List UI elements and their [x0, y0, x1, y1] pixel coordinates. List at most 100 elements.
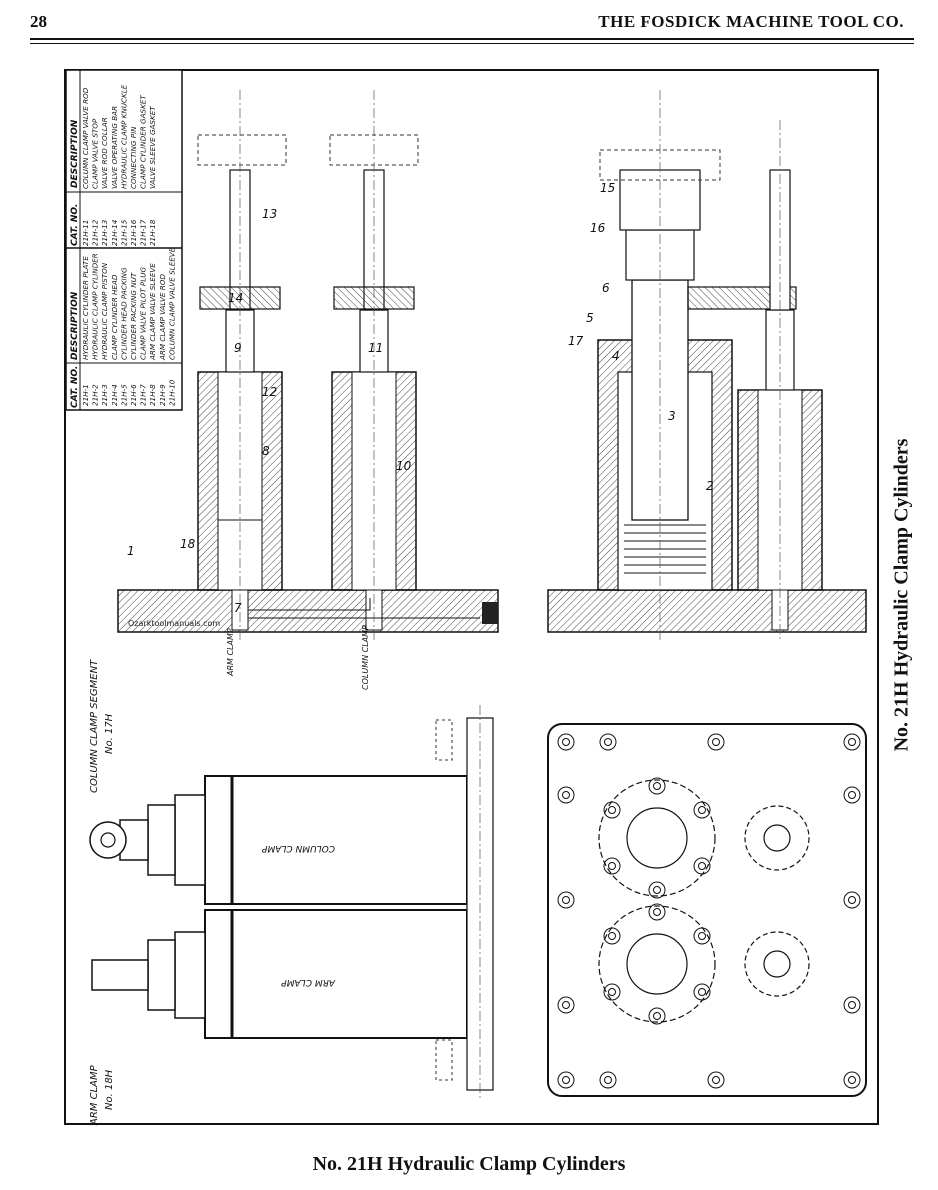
bolt-hole-center	[848, 1076, 856, 1084]
plate-plan-view	[547, 723, 867, 1097]
bolt-hole	[603, 801, 621, 819]
column-segment-number: No. 17H	[104, 713, 115, 754]
arm-clamp-title: ARM CLAMP	[89, 1064, 100, 1126]
table-desc-left-1: HYDRAULIC CLAMP CYLINDER	[91, 253, 100, 360]
bolt-hole	[648, 1007, 666, 1025]
bolt-hole	[693, 857, 711, 875]
body-label-arm: ARM CLAMP	[281, 977, 336, 987]
bolt-hole-center	[653, 1012, 661, 1020]
callout-1: 1	[127, 544, 135, 558]
table-desc-right-0: COLUMN CLAMP VALVE ROD	[81, 87, 90, 189]
bolt-hole	[693, 801, 711, 819]
table-cat-right-4: 21H-15	[119, 219, 128, 246]
bolt-hole-center	[604, 738, 612, 746]
callout-9: 9	[234, 341, 242, 355]
table-desc-right-2: VALVE ROD COLLAR	[100, 117, 109, 189]
table-desc-left-9: COLUMN CLAMP VALVE SLEEVE	[167, 247, 176, 360]
bolt-hole	[557, 1071, 575, 1089]
callout-17: 17	[568, 334, 584, 348]
callout-numbers: 1 2 3 4 5 6 7 8 9 10 11 12 13 14 15 16 1…	[127, 181, 714, 615]
callout-11: 11	[368, 341, 383, 355]
bolt-hole	[557, 786, 575, 804]
table-cat-right-1: 21H-12	[91, 219, 100, 246]
bolt-hole	[843, 891, 861, 909]
callout-18: 18	[180, 537, 196, 551]
bolt-hole-center	[848, 1001, 856, 1009]
table-desc-right-1: CLAMP VALVE STOP	[91, 118, 100, 189]
table-desc-left-5: CYLINDER PACKING NUT	[129, 272, 138, 360]
header-rule	[30, 38, 914, 40]
bolt-hole	[843, 1071, 861, 1089]
table-cat-left-5: 21H-6	[129, 384, 138, 406]
table-cat-left-6: 21H-7	[139, 384, 148, 406]
bolt-hole-center	[698, 932, 706, 940]
bolt-hole-center	[848, 791, 856, 799]
callout-14: 14	[228, 291, 243, 305]
bolt-hole-center	[653, 782, 661, 790]
bolt-hole-center	[562, 791, 570, 799]
table-desc-right-5: CONNECTING PIN	[129, 126, 138, 189]
clamp-side-view	[89, 705, 494, 1100]
table-desc-left-4: CYLINDER HEAD PACKING	[119, 267, 128, 360]
callout-4: 4	[612, 349, 620, 363]
callout-10: 10	[396, 459, 412, 473]
bolt-hole-center	[608, 988, 616, 996]
table-header-desc-left: DESCRIPTION	[70, 291, 80, 360]
bolt-hole	[599, 733, 617, 751]
bolt-hole-center	[604, 1076, 612, 1084]
bolt-hole-center	[608, 862, 616, 870]
bolt-hole	[557, 891, 575, 909]
bolt-hole-center	[848, 896, 856, 904]
parts-table	[65, 69, 183, 411]
body-label-column: COLUMN CLAMP	[261, 843, 335, 853]
callout-5: 5	[586, 311, 594, 325]
bolt-hole	[557, 733, 575, 751]
table-desc-left-3: CLAMP CYLINDER HEAD	[110, 274, 119, 360]
bolt-hole-center	[562, 896, 570, 904]
table-header-cat-right: CAT. NO.	[70, 204, 80, 246]
bolt-hole-center	[712, 1076, 720, 1084]
table-cat-left-8: 21H-9	[158, 384, 167, 406]
arm-clamp-tag: ARM CLAMP	[226, 628, 235, 677]
table-desc-right-3: VALVE OPERATING BAR	[110, 106, 119, 189]
table-cat-right-3: 21H-14	[110, 219, 119, 246]
table-desc-right-7: VALVE SLEEVE GASKET	[148, 106, 157, 189]
bolt-hole	[603, 857, 621, 875]
bolt-hole	[599, 1071, 617, 1089]
column-clamp-tag: COLUMN CLAMP	[361, 625, 370, 690]
table-cat-right-0: 21H-11	[81, 220, 90, 246]
page-caption: No. 21H Hydraulic Clamp Cylinders	[312, 1153, 626, 1175]
table-desc-left-6: CLAMP VALVE PILOT PLUG	[139, 267, 148, 360]
table-desc-left-0: HYDRAULIC CYLINDER PLATE	[81, 256, 90, 360]
page-number: 28	[30, 12, 47, 31]
table-cat-right-6: 21H-17	[139, 219, 148, 246]
table-cat-left-0: 21H-1	[81, 384, 90, 406]
bolt-hole	[693, 983, 711, 1001]
bolt-hole-center	[848, 738, 856, 746]
bolt-hole-center	[698, 988, 706, 996]
company-name: THE FOSDICK MACHINE TOOL CO.	[598, 12, 904, 31]
bolt-hole	[603, 983, 621, 1001]
table-desc-right-6: CLAMP CYLINDER GASKET	[139, 95, 148, 189]
table-header-desc-right: DESCRIPTION	[70, 119, 80, 188]
watermark: Ozarktoolmanuals.com	[128, 619, 220, 628]
cylinder-section-view	[547, 90, 867, 640]
bolt-hole-center	[562, 1076, 570, 1084]
table-cat-left-7: 21H-8	[148, 384, 157, 406]
table-cat-left-9: 21H-10	[167, 379, 176, 406]
table-cat-left-2: 21H-3	[100, 384, 109, 406]
table-cat-left-1: 21H-2	[91, 384, 100, 406]
table-cat-left-3: 21H-4	[110, 384, 119, 406]
bolt-hole	[648, 777, 666, 795]
bolt-hole-center	[562, 1001, 570, 1009]
bolt-hole-center	[653, 908, 661, 916]
table-cat-right-2: 21H-13	[100, 219, 109, 246]
bolt-hole	[707, 1071, 725, 1089]
table-cat-right-5: 21H-16	[129, 219, 138, 246]
drawing-labels: ARM CLAMP No. 18H COLUMN CLAMP SEGMENT N…	[89, 619, 370, 1126]
bolt-hole-center	[653, 886, 661, 894]
callout-6: 6	[602, 281, 610, 295]
callout-13: 13	[262, 207, 277, 221]
bolt-hole	[557, 996, 575, 1014]
